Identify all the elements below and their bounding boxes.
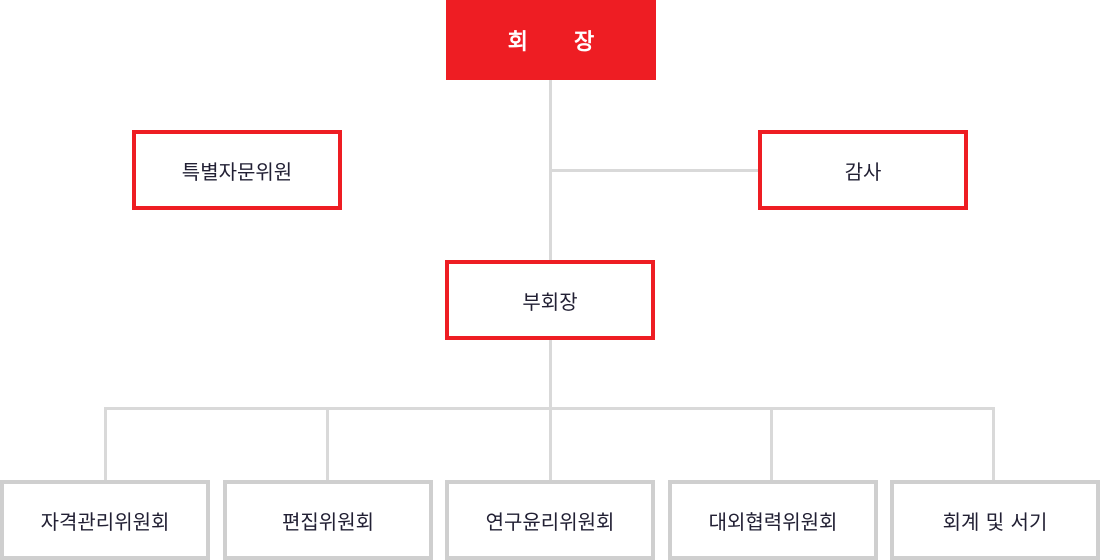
vice-chairman-label: 부회장 [522, 289, 578, 314]
committee-label: 대외협력위원회 [708, 509, 838, 534]
committee-label: 자격관리위원회 [40, 509, 170, 534]
committee-box: 편집위원회 [223, 480, 433, 560]
vice-chairman-box: 부회장 [445, 260, 655, 340]
advisory-box: 특별자문위원 [132, 130, 342, 210]
committee-box: 자격관리위원회 [0, 480, 210, 560]
chairman-label: 회 장 [507, 30, 595, 55]
committee-label: 연구윤리위원회 [485, 509, 615, 534]
committee-label: 편집위원회 [282, 509, 374, 534]
committee-drop-2 [326, 407, 329, 480]
auditor-box: 감사 [758, 130, 968, 210]
advisory-label: 특별자문위원 [181, 159, 293, 184]
chairman-box: 회 장 [446, 0, 656, 80]
committee-drop-5 [992, 407, 995, 480]
committee-drop-1 [104, 407, 107, 480]
auditor-label: 감사 [844, 159, 882, 184]
committee-drop-4 [770, 407, 773, 480]
auditor-connector [552, 169, 758, 172]
committee-box: 연구윤리위원회 [445, 480, 655, 560]
committee-box: 대외협력위원회 [668, 480, 878, 560]
committee-box: 회계 및 서기 [890, 480, 1100, 560]
committee-label: 회계 및 서기 [942, 509, 1048, 534]
committee-horizontal-connector [104, 407, 995, 410]
